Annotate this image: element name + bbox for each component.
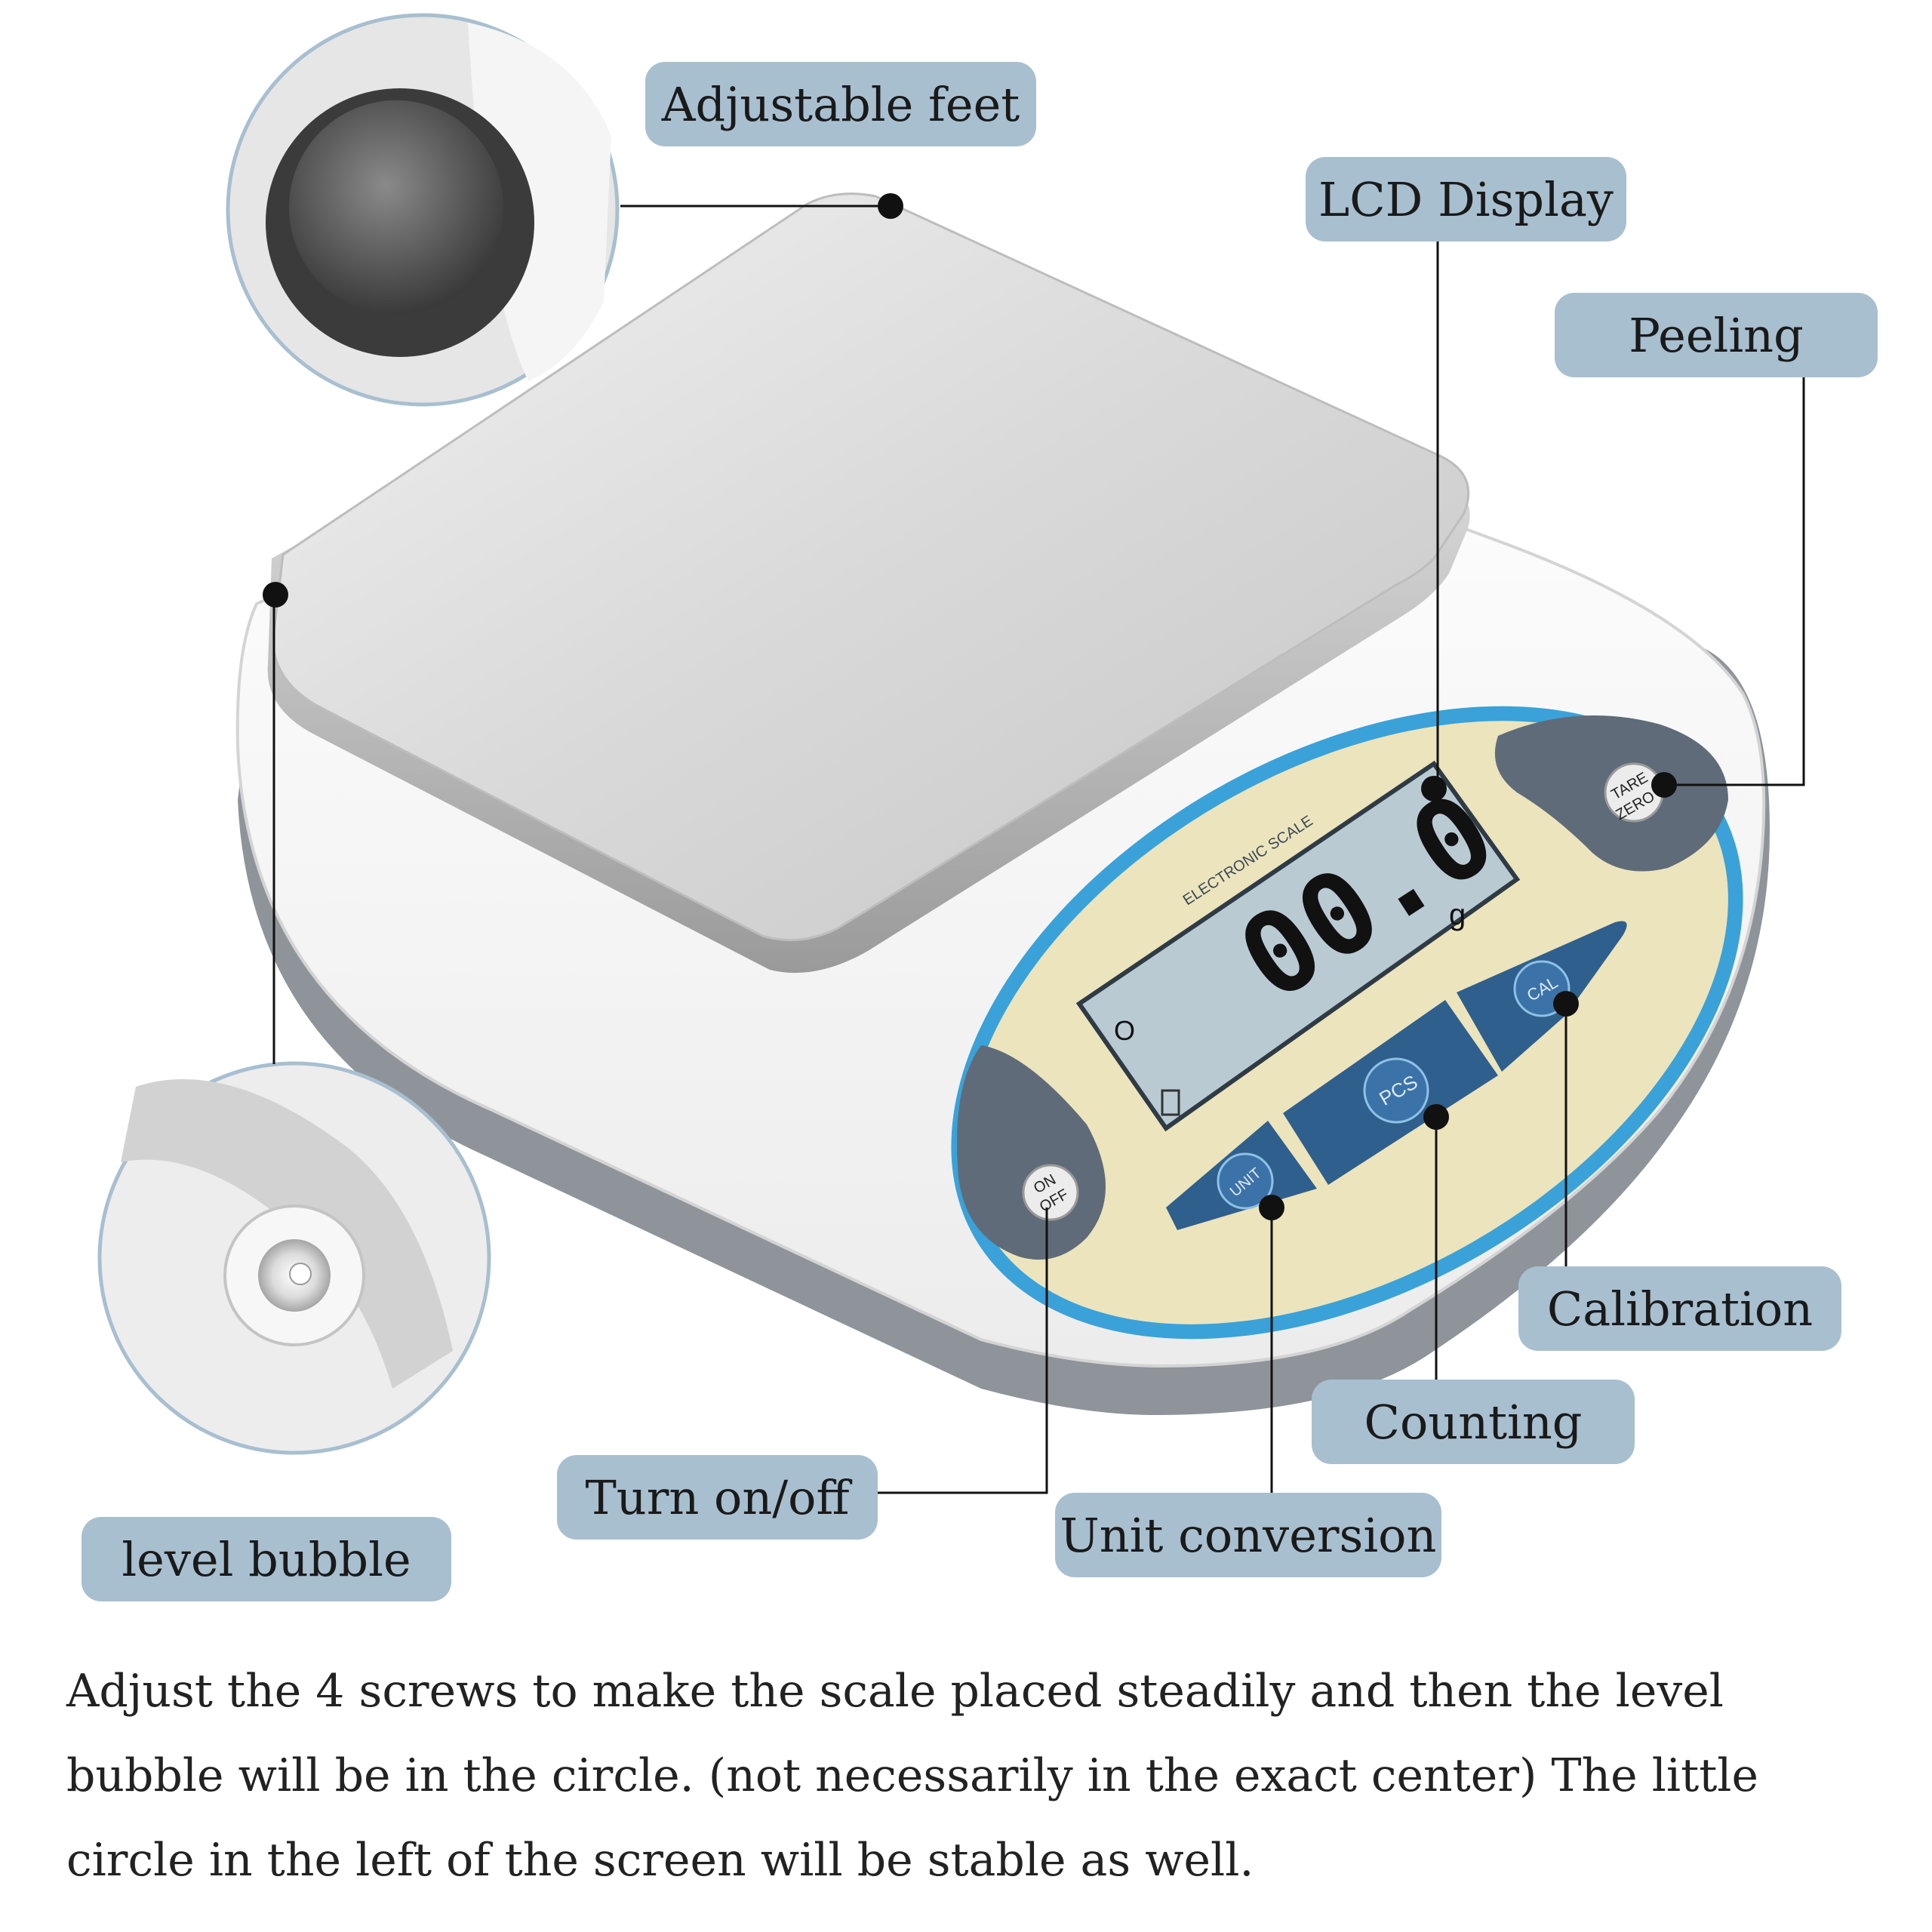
label-lcd-display: LCD Display <box>1306 157 1626 242</box>
dot-unit-conversion <box>1259 1195 1284 1220</box>
dot-peeling <box>1651 772 1677 798</box>
label-level-bubble: level bubble <box>82 1517 451 1601</box>
callout-lines <box>272 205 1805 1494</box>
tare-zero-button[interactable]: TARE ZERO <box>1604 762 1664 823</box>
panel-face <box>966 721 1728 1324</box>
label-unit-conversion: Unit conversion <box>1055 1493 1441 1577</box>
battery-icon <box>1161 1089 1180 1116</box>
on-off-button[interactable]: ON OFF <box>1022 1164 1079 1221</box>
dot-counting <box>1423 1104 1449 1130</box>
callout-dots <box>263 193 1677 1220</box>
instruction-caption: Adjust the 4 screws to make the scale pl… <box>66 1665 1759 1887</box>
pcs-button[interactable]: PCS <box>1363 1057 1429 1124</box>
dot-lcd-display <box>1421 776 1447 801</box>
label-calibration: Calibration <box>1518 1266 1841 1351</box>
leader-peeling <box>1664 377 1805 786</box>
dot-level-bubble <box>263 582 288 608</box>
label-peeling: Peeling <box>1555 293 1878 377</box>
unit-button-face[interactable] <box>1217 1152 1274 1210</box>
lcd-screen <box>1075 760 1521 1132</box>
level-bubble-inset <box>97 1061 491 1455</box>
control-panel: ELECTRONIC SCALE 00.0 g O TARE ZERO CAL … <box>951 706 1743 1340</box>
weighing-pan <box>267 192 1470 974</box>
lcd-stable-indicator: O <box>1114 1015 1135 1046</box>
dot-adjustable-feet <box>878 193 903 219</box>
pcs-button-face[interactable] <box>1363 1057 1429 1124</box>
label-counting: Counting <box>1312 1380 1635 1464</box>
lcd-unit: g <box>1449 898 1466 931</box>
bubble-dot <box>289 1263 312 1285</box>
unit-button[interactable]: UNIT <box>1217 1152 1274 1210</box>
pan-top <box>272 192 1470 942</box>
on-off-button-face[interactable] <box>1022 1164 1079 1221</box>
leader-turn-on-off <box>875 1208 1048 1494</box>
dot-calibration <box>1553 991 1579 1017</box>
bubble-inset-ridge <box>121 1079 453 1389</box>
label-adjustable-feet: Adjustable feet <box>645 62 1036 146</box>
label-turn-on-off: Turn on/off <box>557 1455 878 1540</box>
foot-cap <box>289 100 503 315</box>
adjustable-foot-inset <box>226 13 620 407</box>
